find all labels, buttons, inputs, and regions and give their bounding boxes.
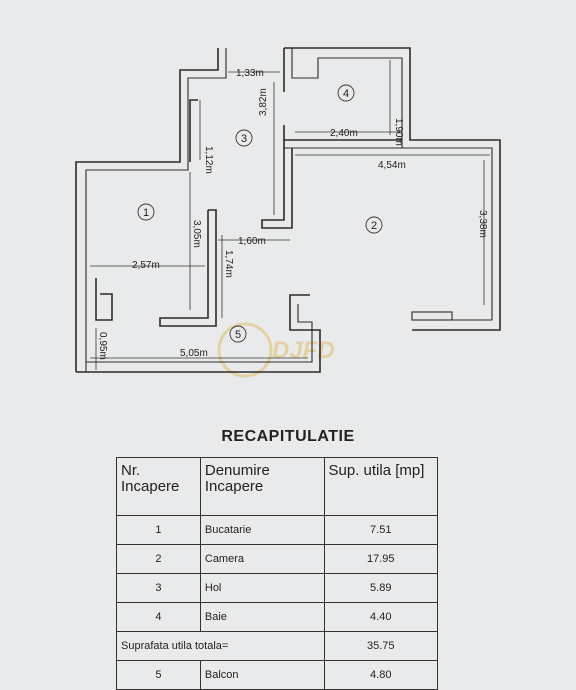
row-name: Bucatarie [199, 515, 325, 545]
dim-4-54: 4,54m [378, 160, 406, 171]
balcony-name: Balcon [199, 660, 325, 690]
header-area: Sup. utila [mp] [323, 457, 439, 516]
recap-table: Nr. Incapere Denumire Incapere Sup. util… [116, 457, 439, 690]
watermark-logo: DJFD [217, 322, 335, 378]
dim-0-95: 0,95m [97, 332, 108, 360]
header-nr: Nr. Incapere [116, 457, 201, 516]
row-nr: 1 [116, 515, 201, 545]
floor-plan: DJFD [75, 47, 501, 378]
dim-1-60: 1,60m [238, 236, 266, 247]
balcony-area: 4.80 [323, 660, 439, 690]
row-nr: 2 [116, 544, 201, 574]
room-number-4: 4 [343, 88, 349, 100]
dim-1-90: 1,90m [393, 118, 404, 146]
interior-walls [86, 99, 402, 327]
dim-3-05: 3,05m [191, 220, 202, 248]
dimension-lines [90, 60, 490, 370]
room-number-3: 3 [241, 133, 247, 145]
dim-1-74: 1,74m [223, 250, 234, 278]
dim-1-12: 1,12m [203, 146, 214, 174]
watermark-text: DJFD [272, 337, 335, 364]
table-row: 2 Camera 17.95 [116, 544, 439, 574]
row-name: Baie [199, 602, 325, 632]
row-nr: 3 [116, 573, 201, 603]
dim-1-33: 1,33m [236, 68, 264, 79]
total-row: Suprafata utila totala= 35.75 [116, 631, 439, 661]
header-name: Denumire Incapere [199, 457, 325, 516]
room-number-5: 5 [235, 329, 241, 341]
recap-title: RECAPITULATIE [221, 428, 355, 445]
outer-walls [75, 47, 501, 373]
row-nr: 4 [116, 602, 201, 632]
table-row: 3 Hol 5.89 [116, 573, 439, 603]
dim-3-38: 3,38m [477, 210, 488, 238]
room-numbers: 1 2 3 4 5 [137, 84, 383, 343]
dim-3-82: 3,82m [258, 88, 269, 116]
balcony-nr: 5 [116, 660, 201, 690]
row-name: Camera [199, 544, 325, 574]
row-area: 5.89 [323, 573, 439, 603]
room-number-2: 2 [371, 220, 377, 232]
row-name: Hol [199, 573, 325, 603]
dim-2-40: 2,40m [330, 128, 358, 139]
table-row: 1 Bucatarie 7.51 [116, 515, 439, 545]
row-area: 17.95 [323, 544, 439, 574]
recap-header-row: Nr. Incapere Denumire Incapere Sup. util… [116, 457, 439, 516]
room-number-1: 1 [143, 207, 149, 219]
total-value: 35.75 [323, 631, 439, 661]
table-row: 4 Baie 4.40 [116, 602, 439, 632]
row-area: 4.40 [323, 602, 439, 632]
dim-5-05: 5,05m [180, 348, 208, 359]
total-label: Suprafata utila totala= [116, 631, 325, 661]
dim-2-57: 2,57m [132, 260, 160, 271]
row-area: 7.51 [323, 515, 439, 545]
dimension-labels: 1,33m 1,12m 3,82m 1,90m 2,40m 4,54m 3,05… [97, 68, 488, 360]
balcony-row: 5 Balcon 4.80 [116, 660, 439, 690]
